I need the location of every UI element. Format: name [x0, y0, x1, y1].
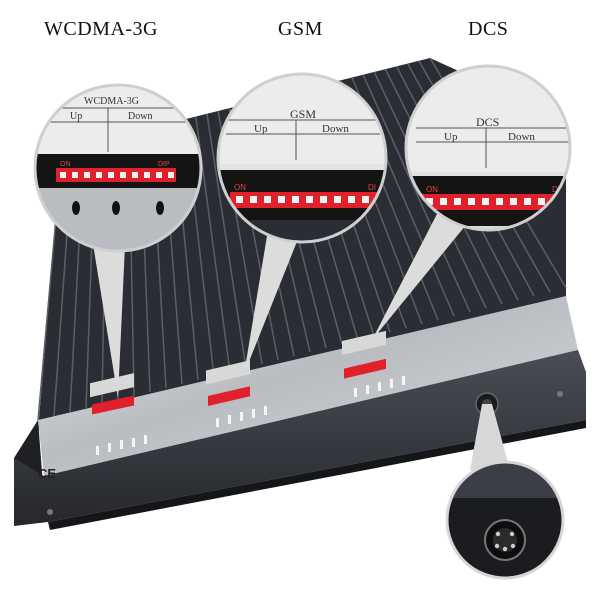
dcs-magnifier: DCS Up Down ON DI [404, 64, 572, 232]
gsm-panel-title: GSM [290, 107, 316, 121]
connector-callout-pointer [470, 404, 510, 470]
gsm-callout-pointer [244, 230, 300, 374]
dcs-dip-label: DI [552, 185, 560, 194]
wcdma-magnifier: WCDMA-3G Up Down ON DIP [33, 83, 203, 253]
heatsink-fin [206, 113, 247, 369]
device-lower-body: CE [14, 350, 586, 530]
dcs-panel-title: DCS [476, 115, 499, 129]
gsm-dip-label: DI [368, 183, 376, 192]
dcs-band-label: DCS [468, 18, 509, 40]
wcdma-on-label: ON [60, 161, 71, 168]
wcdma-dip-switch-bank[interactable] [56, 168, 176, 182]
wcdma-up-label: Up [70, 111, 82, 122]
wcdma-panel-title: WCDMA-3G [84, 96, 139, 107]
wcdma-callout-pointer [92, 238, 125, 398]
dcs-down-label: Down [508, 131, 535, 143]
wcdma-down-label: Down [128, 111, 152, 122]
device-dip-switch-gsm[interactable] [206, 360, 250, 406]
heatsink-fin [362, 74, 471, 313]
dcs-on-label: ON [426, 185, 438, 194]
connector-magnifier [445, 460, 565, 580]
device-dip-switch-dcs[interactable] [342, 330, 386, 379]
gsm-on-label: ON [234, 183, 246, 192]
ce-mark: CE [38, 466, 56, 481]
wcdma-dip-label: DIP [158, 161, 170, 168]
device-dip-switch-wcdma[interactable] [90, 373, 134, 415]
gsm-band-label: GSM [278, 18, 323, 40]
indicator-slots [96, 376, 405, 455]
gsm-magnifier: GSM Up Down ON DI [216, 72, 388, 244]
dcs-callout-pointer [372, 212, 470, 340]
gsm-down-label: Down [322, 123, 349, 135]
wcdma-3g-band-label: WCDMA-3G [44, 18, 158, 40]
dcs-up-label: Up [444, 131, 458, 143]
gsm-up-label: Up [254, 123, 268, 135]
